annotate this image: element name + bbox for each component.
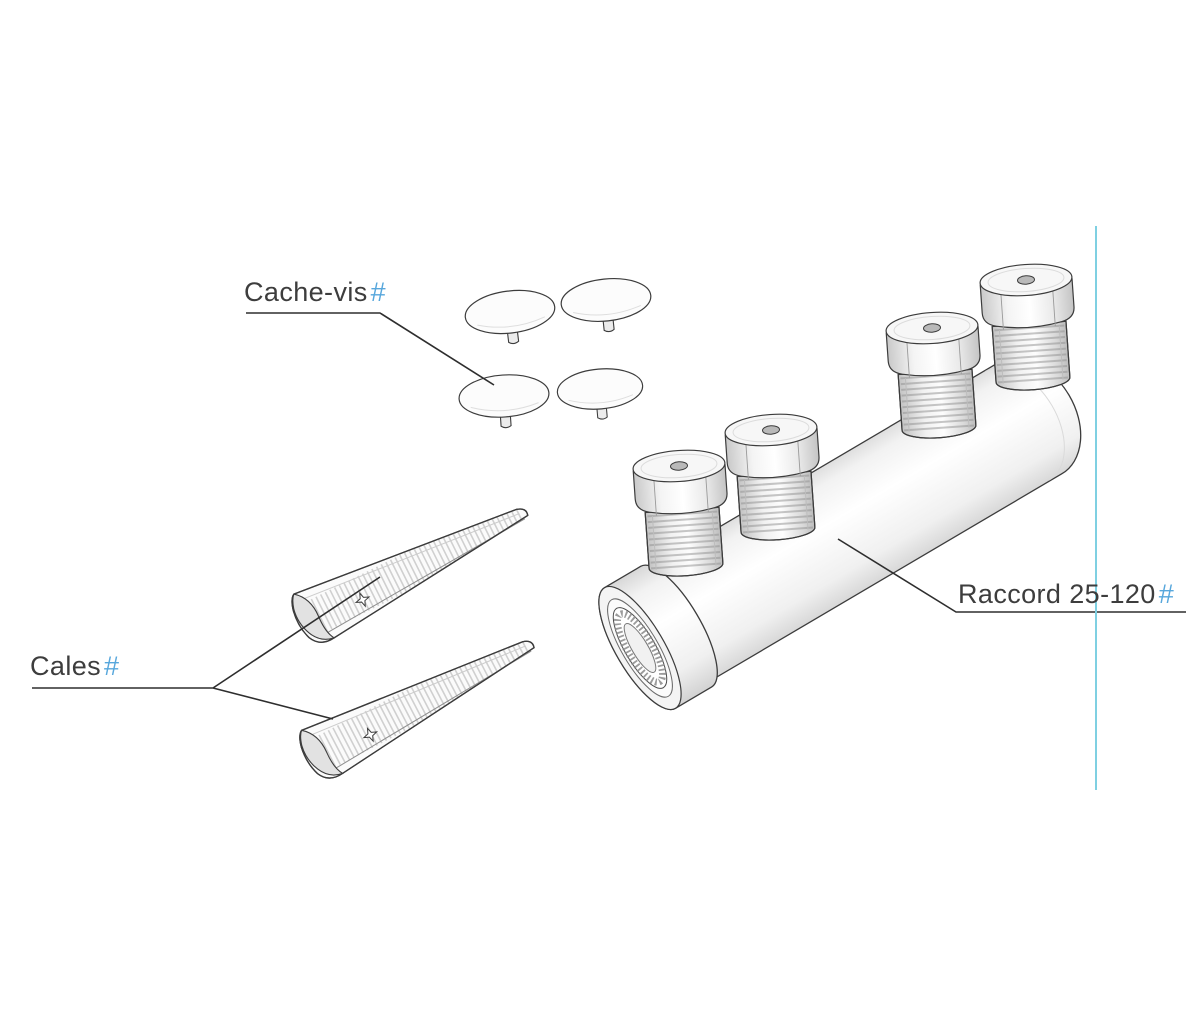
label-cache-vis: Cache-vis# xyxy=(244,277,387,308)
label-cache-vis-marker: # xyxy=(370,277,387,307)
label-raccord: Raccord 25-120# xyxy=(958,579,1175,610)
label-cales-marker: # xyxy=(104,651,120,681)
cache-vis-cap xyxy=(462,285,560,350)
shear-bolt-1 xyxy=(632,446,733,579)
cale-shim-bottom xyxy=(295,630,550,785)
cache-vis-cap xyxy=(558,273,655,337)
raccord-body xyxy=(598,358,1082,711)
spline-bore xyxy=(613,610,667,686)
leader-raccord xyxy=(837,538,1186,613)
label-raccord-marker: # xyxy=(1158,579,1175,609)
label-cales-text: Cales xyxy=(30,651,102,681)
cale-shim-top xyxy=(287,498,543,649)
cache-vis-cap xyxy=(457,371,552,432)
label-raccord-text: Raccord 25-120 xyxy=(958,579,1156,609)
label-cales: Cales# xyxy=(30,651,120,682)
label-cache-vis-text: Cache-vis xyxy=(244,277,368,307)
cache-vis-cap xyxy=(555,364,646,424)
leader-cache-vis xyxy=(246,312,495,386)
leader-cales xyxy=(32,576,381,720)
